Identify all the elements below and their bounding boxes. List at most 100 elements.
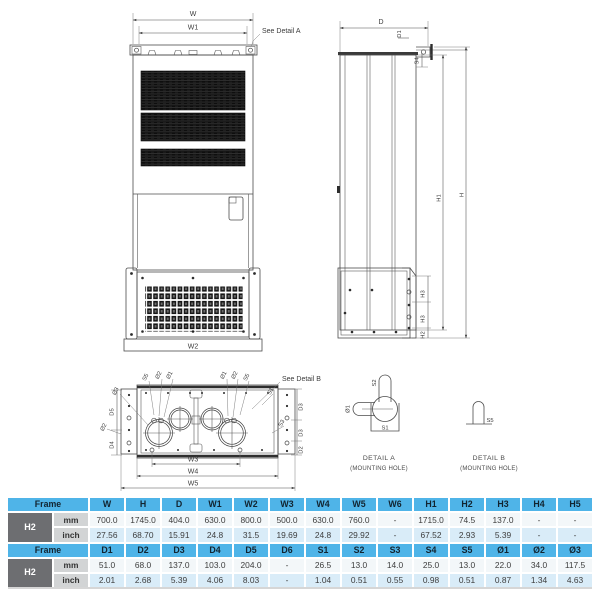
col-header: S1 — [306, 543, 340, 557]
callout-o2-left: Ø2 — [155, 371, 164, 381]
see-detail-b-callout: See Detail B — [282, 376, 321, 383]
col-header: S4 — [414, 543, 448, 557]
detail-b-title: DETAIL B — [473, 455, 506, 462]
see-detail-a-callout: See Detail A — [262, 28, 301, 35]
callout-s5-left: S5 — [142, 373, 151, 382]
callout-o3: Ø3 — [112, 387, 121, 397]
value-cell: 51.0 — [90, 558, 124, 572]
dimension-table: Frame W H D W1 W2 W3 W4 W5 W6 H1 H2 H3 H… — [8, 498, 592, 590]
value-cell: - — [270, 558, 304, 572]
col-header: D2 — [126, 543, 160, 557]
unit-label-mm: mm — [54, 558, 88, 572]
col-header: H4 — [522, 498, 556, 512]
col-header: S5 — [450, 543, 484, 557]
value-cell: 14.0 — [378, 558, 412, 572]
dim-label-d2: D2 — [299, 446, 305, 453]
grille-holes — [145, 286, 243, 332]
detail-a-title: DETAIL A — [363, 455, 395, 462]
frame-row-label-1: H2 — [8, 513, 52, 542]
dim-label-d5: D5 — [110, 408, 116, 415]
value-cell: 8.03 — [234, 573, 268, 588]
value-cell: 760.0 — [342, 513, 376, 527]
louver-vent-3 — [140, 148, 246, 167]
dimension-drawing: W W1 See Detail A — [100, 11, 518, 491]
top-cap — [338, 52, 418, 56]
col-header: D6 — [270, 543, 304, 557]
detail-a: S2 Ø1 S1 DETAIL A (MOUNTING HOLE) — [346, 374, 408, 472]
col-header: W1 — [198, 498, 232, 512]
dim-label-s4: S4 — [415, 57, 421, 65]
value-cell: 700.0 — [90, 513, 124, 527]
col-header: H5 — [558, 498, 592, 512]
value-cell: 0.98 — [414, 573, 448, 588]
col-header: D1 — [90, 543, 124, 557]
right-bracket — [248, 267, 261, 340]
dim-label-w5: W5 — [188, 481, 199, 488]
detail-b-subtitle: (MOUNTING HOLE) — [460, 466, 518, 472]
col-header: W4 — [306, 498, 340, 512]
knockout-left-1 — [151, 417, 157, 424]
top-bracket — [129, 44, 258, 56]
frame-header-1: Frame — [8, 498, 88, 512]
grille-panel — [136, 271, 250, 338]
callout-o2-flange: Ø2 — [100, 423, 109, 433]
col-header: D — [162, 498, 196, 512]
dim-label-h1: H1 — [437, 194, 443, 201]
side-top-bracket — [416, 46, 431, 58]
callout-o2-right: Ø2 — [231, 371, 240, 381]
col-header: D5 — [234, 543, 268, 557]
col-header: H3 — [486, 498, 520, 512]
left-bracket — [125, 267, 138, 340]
col-header: D4 — [198, 543, 232, 557]
value-cell: 27.56 — [90, 528, 124, 542]
value-cell: 22.0 — [486, 558, 520, 572]
base-plate — [123, 338, 263, 352]
value-cell: 29.92 — [342, 528, 376, 542]
value-cell: 204.0 — [234, 558, 268, 572]
side-body — [339, 54, 417, 331]
value-cell: - — [558, 513, 592, 527]
knockout-right-2 — [231, 417, 237, 424]
value-cell: 13.0 — [342, 558, 376, 572]
louver-vent-1 — [140, 70, 246, 111]
knockout-right-1 — [224, 417, 230, 424]
value-cell: 1745.0 — [126, 513, 160, 527]
dim-label-d4: D4 — [110, 441, 116, 449]
detail-a-plate — [370, 403, 400, 432]
col-header: S2 — [342, 543, 376, 557]
detail-b: S5 DETAIL B (MOUNTING HOLE) — [460, 401, 518, 472]
dim-label-o1-detail: Ø1 — [346, 405, 352, 413]
detail-a-slot — [378, 374, 392, 402]
col-header: S3 — [378, 543, 412, 557]
flange-left — [120, 388, 138, 455]
dim-label-w1: W1 — [188, 25, 199, 32]
bottom-view: S5 Ø2 Ø1 Ø1 Ø2 S5 Ø3 S1 S3 See Detail B … — [100, 371, 321, 491]
value-cell: 103.0 — [198, 558, 232, 572]
value-cell: 25.0 — [414, 558, 448, 572]
unit-label-inch: inch — [54, 573, 88, 588]
dim-label-s5-detail: S5 — [486, 418, 493, 424]
value-cell: 404.0 — [162, 513, 196, 527]
value-cell: 1.34 — [522, 573, 556, 588]
col-header: H2 — [450, 498, 484, 512]
dim-label-h: H — [460, 193, 466, 197]
frame-header-2: Frame — [8, 543, 88, 557]
detail-a-side-slot — [352, 402, 375, 416]
value-cell: 67.52 — [414, 528, 448, 542]
conduit-hole-upper-left — [167, 406, 193, 432]
dim-label-d3a: D3 — [299, 403, 305, 410]
col-header: D3 — [162, 543, 196, 557]
frame-row-label-2: H2 — [8, 558, 52, 588]
callout-o1-right: Ø1 — [220, 371, 229, 381]
col-header: W3 — [270, 498, 304, 512]
col-header: Ø3 — [558, 543, 592, 557]
value-cell: 5.39 — [162, 573, 196, 588]
value-cell: 31.5 — [234, 528, 268, 542]
dim-label-s2: S2 — [372, 379, 378, 386]
value-cell: 1715.0 — [414, 513, 448, 527]
callout-s1: S1 — [267, 387, 276, 396]
dim-label-d: D — [378, 19, 383, 26]
center-bracket — [189, 389, 203, 453]
flange-right — [277, 388, 296, 455]
callout-s5-right: S5 — [243, 373, 252, 382]
